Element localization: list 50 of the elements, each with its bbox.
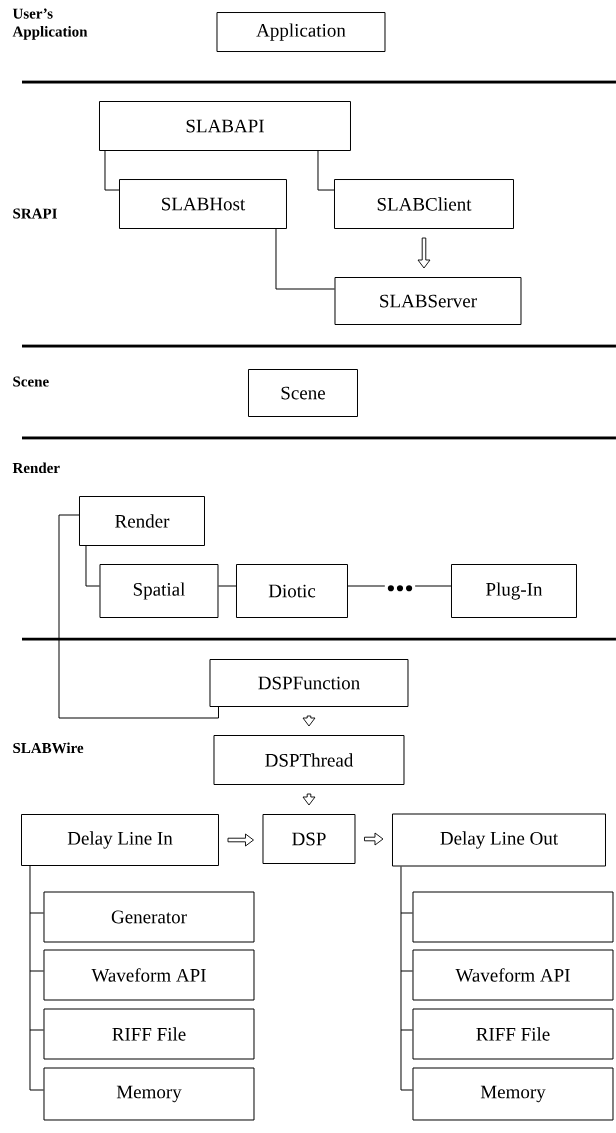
process-box: Plug-In	[451, 564, 577, 618]
hollow-arrow	[417, 237, 431, 269]
process-box: Waveform API	[43, 949, 255, 1001]
connector-line	[400, 912, 413, 914]
process-box: Spatial	[99, 564, 219, 618]
process-box: RIFF File	[412, 1008, 614, 1060]
section-label: Scene	[13, 376, 49, 387]
process-box: Memory	[412, 1067, 614, 1121]
process-box: Memory	[43, 1067, 255, 1121]
connector-line	[29, 970, 44, 972]
process-box: DSP	[262, 814, 356, 864]
section-label: User’s Application	[12, 8, 88, 40]
process-box: SLABAPI	[99, 101, 351, 151]
connector-line	[218, 585, 237, 587]
section-label: SRAPI	[13, 208, 57, 219]
connector-line	[317, 150, 335, 191]
section-label: Render	[12, 462, 60, 474]
process-box: RIFF File	[43, 1008, 255, 1060]
process-box: Diotic	[236, 564, 348, 618]
connector-line	[29, 865, 31, 1091]
hollow-arrow	[302, 793, 316, 806]
connector-line	[29, 912, 44, 914]
connector-line	[347, 585, 386, 587]
connector-line	[414, 585, 452, 587]
empty-box	[412, 891, 614, 943]
process-box: Waveform API	[412, 949, 614, 1001]
hollow-arrow	[364, 832, 384, 846]
process-box: Delay Line Out	[392, 813, 606, 867]
process-box: Application	[216, 12, 386, 52]
process-box: Render	[79, 496, 205, 546]
connector-line	[400, 970, 413, 972]
hollow-arrow	[302, 715, 316, 727]
process-box: Delay Line In	[21, 814, 219, 866]
process-box: DSPFunction	[209, 659, 409, 707]
process-box: Generator	[43, 891, 255, 943]
ellipsis-text: •••	[387, 585, 413, 592]
connector-line	[29, 1029, 44, 1031]
connector-line	[400, 866, 402, 1091]
hollow-arrow	[227, 833, 254, 847]
process-box: Scene	[248, 369, 358, 417]
connector-line	[58, 514, 219, 719]
process-box: SLABServer	[334, 277, 522, 325]
process-box: DSPThread	[213, 735, 405, 785]
process-box: SLABHost	[119, 179, 287, 229]
connector-line	[275, 228, 335, 290]
process-box: SLABClient	[334, 179, 514, 229]
connector-line	[400, 1089, 413, 1091]
connector-line	[29, 1089, 44, 1091]
section-label: SLABWire	[13, 742, 84, 754]
connector-line	[400, 1029, 413, 1031]
